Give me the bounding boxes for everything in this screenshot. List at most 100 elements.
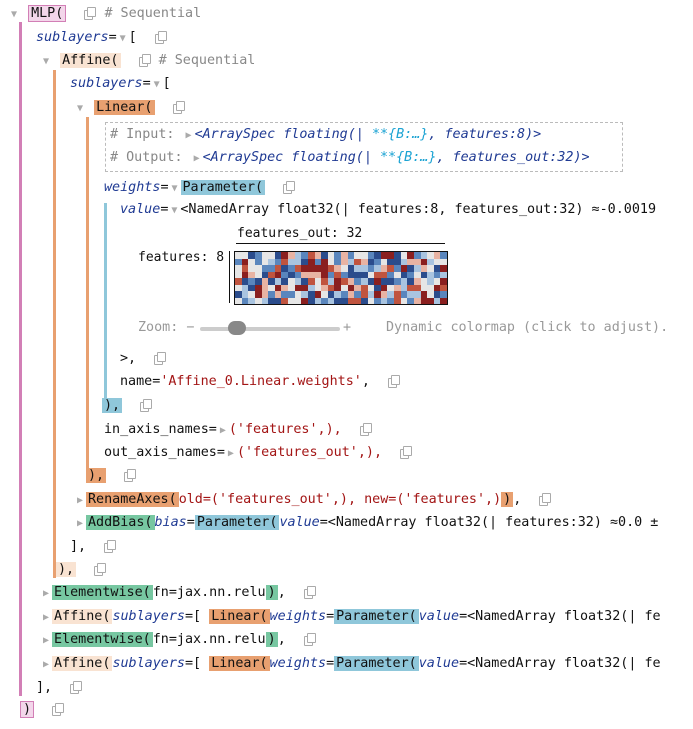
copy-icon[interactable]	[154, 352, 167, 365]
copy-icon[interactable]	[283, 181, 296, 194]
heatmap-cell	[294, 265, 302, 272]
expand-triangle-icon[interactable]: ▶	[42, 588, 50, 599]
expand-triangle-icon[interactable]: ▶	[219, 425, 226, 436]
mlp-line[interactable]: ▼ MLP( # Sequential	[8, 3, 201, 25]
output-spec-line[interactable]: # Output: ▶<ArraySpec floating(| **{B:…}…	[110, 147, 590, 169]
add-bias-label[interactable]: AddBias(	[86, 515, 155, 530]
heatmap-cell	[301, 278, 308, 285]
collapse-triangle-icon[interactable]: ▼	[171, 183, 178, 194]
elementwise-line-1[interactable]: ▶Elementwise(fn=jax.nn.relu),	[40, 582, 316, 604]
input-spec-line[interactable]: # Input: ▶<ArraySpec floating(| **{B:…},…	[110, 124, 541, 146]
copy-icon[interactable]	[140, 399, 153, 412]
copy-icon[interactable]	[94, 563, 107, 576]
heatmap-cell	[374, 252, 381, 259]
affine-line-1[interactable]: ▶Affine(sublayers=[ Linear(weights=Param…	[40, 606, 661, 628]
copy-icon[interactable]	[84, 7, 97, 20]
elementwise-line-2[interactable]: ▶Elementwise(fn=jax.nn.relu),	[40, 629, 316, 651]
copy-icon[interactable]	[359, 423, 372, 436]
copy-icon[interactable]	[303, 586, 316, 599]
linear-line[interactable]: ▼ Linear(	[74, 97, 185, 119]
affine-line[interactable]: ▼ Affine( # Sequential	[40, 50, 255, 72]
heatmap-cell	[367, 265, 375, 272]
expand-triangle-icon[interactable]: ▶	[185, 130, 192, 141]
rename-axes-line[interactable]: ▶RenameAxes(old=('features_out',), new=(…	[74, 489, 552, 511]
mlp-label[interactable]: MLP(	[28, 5, 67, 22]
heatmap-cell	[440, 271, 447, 278]
collapse-triangle-icon[interactable]: ▼	[171, 205, 178, 216]
copy-icon[interactable]	[104, 540, 117, 553]
elementwise-label[interactable]: Elementwise(	[52, 585, 153, 600]
copy-icon[interactable]	[154, 31, 167, 44]
linear-label[interactable]: Linear(	[94, 100, 155, 115]
expand-triangle-icon[interactable]: ▶	[42, 659, 50, 670]
affine-label[interactable]: Affine(	[52, 656, 113, 671]
zoom-slider-knob[interactable]	[228, 321, 246, 335]
heatmap-cell	[420, 284, 428, 291]
copy-icon[interactable]	[138, 54, 151, 67]
weights-line[interactable]: weights=▼Parameter(	[104, 177, 296, 199]
heatmap-cell	[433, 284, 441, 291]
mlp-sublayers-line[interactable]: sublayers=▼[	[36, 27, 167, 49]
collapse-triangle-icon[interactable]: ▼	[153, 79, 160, 90]
heatmap-cell	[413, 271, 421, 278]
heatmap-cell	[314, 297, 322, 304]
elementwise-label[interactable]: Elementwise(	[52, 632, 153, 647]
heatmap-cell	[254, 278, 262, 285]
copy-icon[interactable]	[400, 446, 413, 459]
weights-heatmap[interactable]	[234, 251, 448, 305]
collapse-triangle-icon[interactable]: ▼	[42, 56, 50, 67]
colormap-note[interactable]: Dynamic colormap (click to adjust).	[386, 320, 669, 335]
affine-line-2[interactable]: ▶Affine(sublayers=[ Linear(weights=Param…	[40, 653, 661, 675]
copy-icon[interactable]	[539, 493, 552, 506]
heatmap-cell	[367, 297, 375, 304]
heatmap-cell	[288, 265, 295, 272]
affine-label[interactable]: Affine(	[60, 53, 121, 68]
heatmap-cell	[394, 291, 401, 298]
heatmap-cell	[281, 252, 288, 259]
heatmap-cell	[427, 278, 434, 285]
heatmap-cell	[321, 297, 328, 304]
copy-icon[interactable]	[172, 101, 185, 114]
in-axis-names-line[interactable]: in_axis_names=▶('features',),	[104, 419, 372, 441]
expand-triangle-icon[interactable]: ▶	[193, 153, 200, 164]
heatmap-cell	[440, 284, 447, 291]
affine-label[interactable]: Affine(	[52, 609, 113, 624]
heatmap-cell	[400, 258, 408, 265]
parameter-label[interactable]: Parameter(	[180, 180, 266, 195]
heatmap-cell	[433, 258, 441, 265]
copy-icon[interactable]	[52, 703, 65, 716]
affine-sublayers-line[interactable]: sublayers=▼[	[70, 73, 171, 95]
heatmap-cell	[387, 284, 394, 291]
expand-triangle-icon[interactable]: ▶	[42, 635, 50, 646]
expand-triangle-icon[interactable]: ▶	[227, 448, 234, 459]
add-bias-line[interactable]: ▶AddBias(bias=Parameter(value=<NamedArra…	[74, 512, 658, 534]
heatmap-cell	[367, 258, 375, 265]
heatmap-cell	[288, 252, 295, 259]
heatmap-cell	[394, 297, 401, 304]
zoom-plus[interactable]: +	[343, 320, 352, 335]
copy-icon[interactable]	[70, 681, 83, 694]
zoom-slider-track[interactable]	[200, 327, 340, 331]
collapse-triangle-icon[interactable]: ▼	[119, 33, 126, 44]
expand-triangle-icon[interactable]: ▶	[76, 518, 84, 529]
heatmap-cell	[268, 291, 275, 298]
value-line[interactable]: value=▼<NamedArray float32(| features:8,…	[120, 199, 656, 221]
zoom-minus[interactable]: −	[186, 320, 195, 335]
heatmap-cell	[341, 278, 348, 285]
copy-icon[interactable]	[124, 469, 137, 482]
param-name-line: name='Affine_0.Linear.weights',	[120, 371, 400, 393]
heatmap-cell	[413, 252, 421, 259]
expand-triangle-icon[interactable]: ▶	[76, 495, 84, 506]
rename-axes-label[interactable]: RenameAxes(	[86, 492, 179, 507]
heatmap-cell	[400, 291, 408, 298]
copy-icon[interactable]	[387, 375, 400, 388]
copy-icon[interactable]	[303, 633, 316, 646]
collapse-triangle-icon[interactable]: ▼	[76, 103, 84, 114]
collapse-triangle-icon[interactable]: ▼	[10, 9, 18, 20]
heatmap-cell	[407, 297, 414, 304]
out-axis-names-line[interactable]: out_axis_names=▶('features_out',),	[104, 442, 413, 464]
expand-triangle-icon[interactable]: ▶	[42, 612, 50, 623]
heatmap-cell	[407, 258, 414, 265]
heatmap-cell	[254, 297, 262, 304]
heatmap-cell	[254, 252, 262, 259]
